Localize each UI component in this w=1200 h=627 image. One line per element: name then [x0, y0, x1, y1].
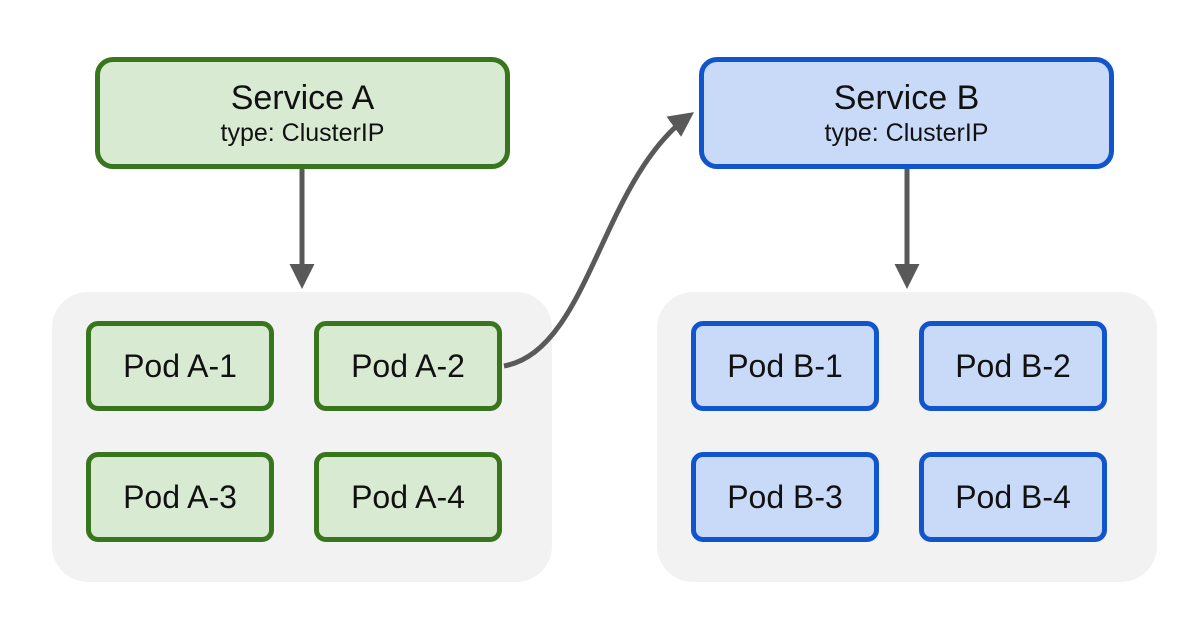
pod-a-2: Pod A-2: [314, 321, 502, 411]
pod-b-4: Pod B-4: [919, 452, 1107, 542]
service-b-title: Service B: [833, 79, 980, 117]
service-a-title: Service A: [230, 79, 375, 117]
arrow-pod-a2-to-service-b: [503, 112, 695, 369]
pod-a-1: Pod A-1: [86, 321, 274, 411]
pod-b-2: Pod B-2: [919, 321, 1107, 411]
pod-b-3: Pod B-3: [691, 452, 879, 542]
service-b-box: Service B type: ClusterIP: [699, 57, 1114, 169]
pod-a-3: Pod A-3: [86, 452, 274, 542]
service-a-type: type: ClusterIP: [220, 119, 385, 147]
pod-a-4: Pod A-4: [314, 452, 502, 542]
pod-b-1: Pod B-1: [691, 321, 879, 411]
service-b-type: type: ClusterIP: [824, 119, 989, 147]
service-a-box: Service A type: ClusterIP: [95, 57, 510, 169]
